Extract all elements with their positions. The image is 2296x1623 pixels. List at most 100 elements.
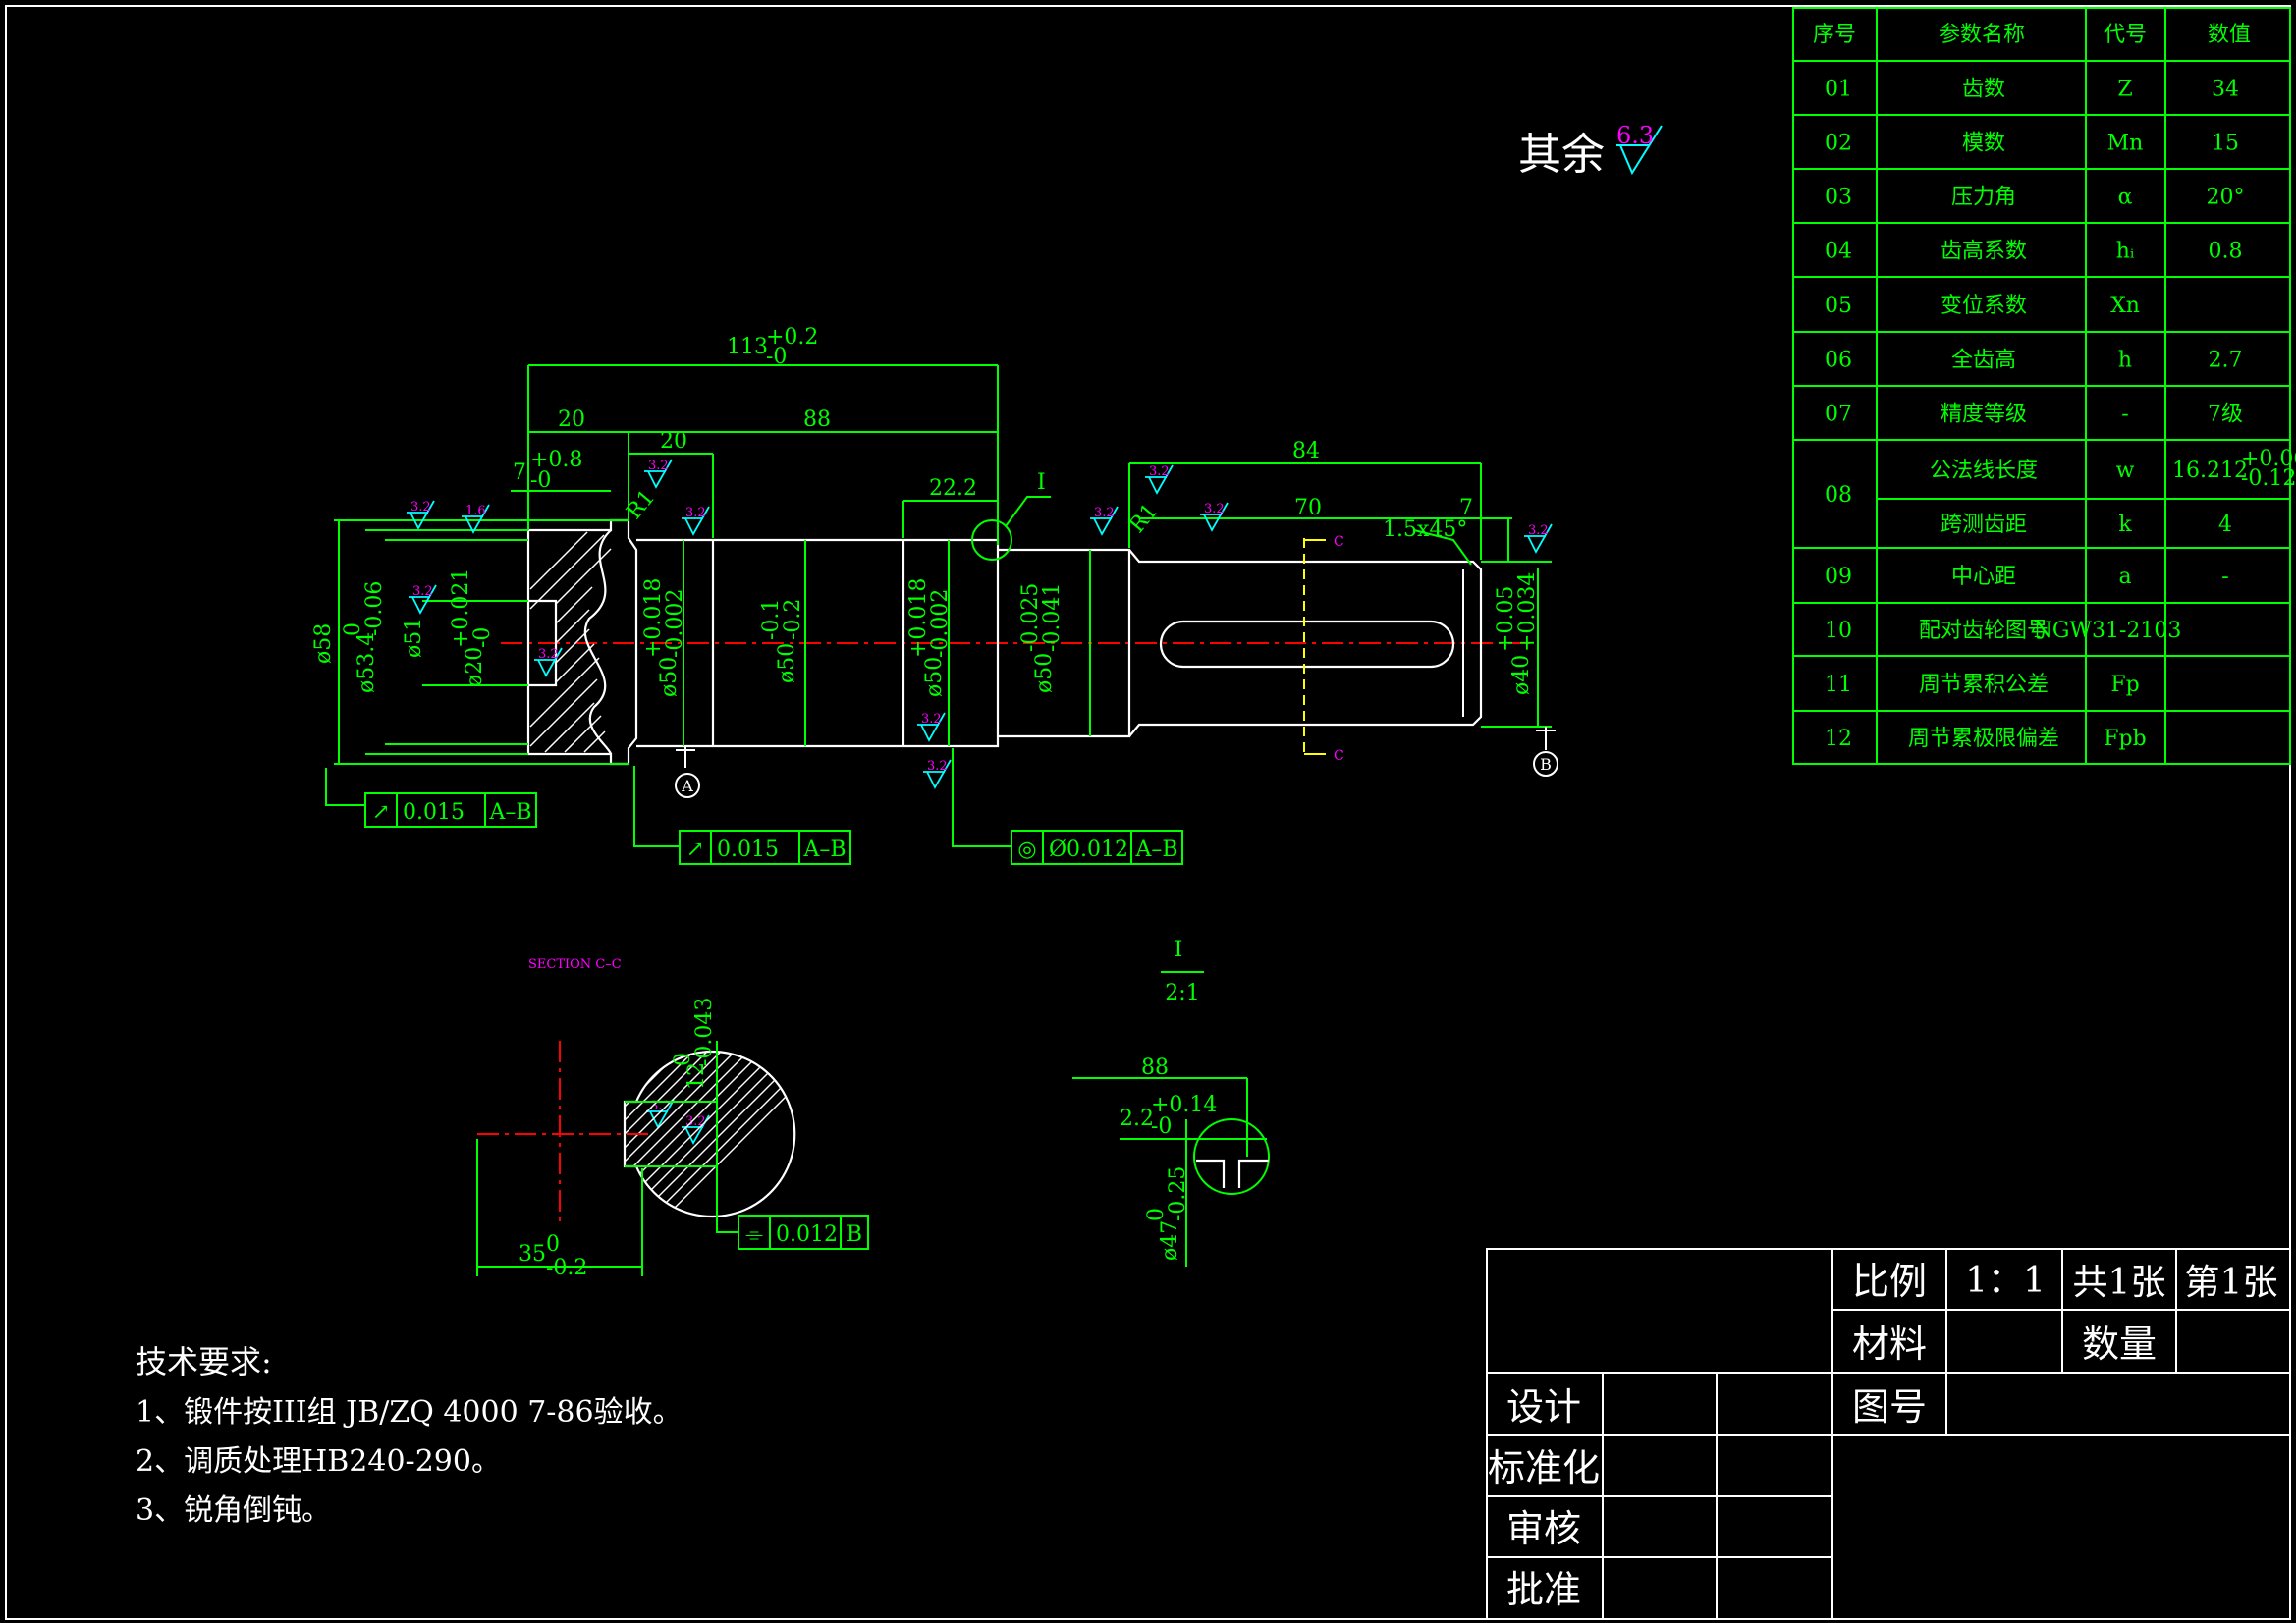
detail-groove bbox=[1196, 1159, 1269, 1188]
table-row-no: 10 bbox=[1825, 619, 1852, 643]
table-row-name: 变位系数 bbox=[1941, 294, 2027, 318]
detail-phi47-lower: -0.25 bbox=[1166, 1166, 1190, 1221]
datum-b: B bbox=[1540, 755, 1552, 774]
shaft-body-outline bbox=[636, 538, 1483, 748]
dim-70: 70 bbox=[1294, 496, 1322, 520]
table-row-tol-upper: +0.06 bbox=[2241, 447, 2296, 471]
section-key-depth-upper: 0 bbox=[671, 1053, 695, 1066]
gdt-tolerance: 0.012 bbox=[776, 1222, 838, 1247]
dim-7-lower: -0 bbox=[530, 468, 551, 493]
dim-phi50c-lower: -0.002 bbox=[928, 589, 953, 658]
table-header-no: 序号 bbox=[1813, 23, 1856, 47]
table-row-no: 08 bbox=[1825, 483, 1852, 508]
gdt-datum: A–B bbox=[488, 800, 531, 825]
tb-design: 设计 bbox=[1506, 1385, 1581, 1429]
title-block bbox=[1486, 1248, 2291, 1620]
table-row-name: 跨测齿距 bbox=[1941, 513, 2027, 537]
roughness-value: 3.2 bbox=[1149, 464, 1170, 479]
section-key-depth: 12 bbox=[684, 1062, 709, 1090]
table-row-no: 05 bbox=[1825, 294, 1852, 318]
table-row-value: 16.212 bbox=[2172, 459, 2248, 483]
table-header-value: 数值 bbox=[2208, 23, 2251, 47]
dim-phi20: ø20 bbox=[463, 647, 487, 687]
roughness-value: 3.2 bbox=[921, 712, 942, 727]
dim-phi50b-upper: -0.1 bbox=[759, 599, 784, 640]
gdt-frame bbox=[364, 792, 537, 828]
table-row-value: 20° bbox=[2207, 186, 2245, 210]
tech-req-1: 1、锻件按III组 JB/ZQ 4000 7-86验收。 bbox=[136, 1395, 683, 1430]
roughness-value: 3.2 bbox=[927, 759, 948, 774]
dim-phi50b-lower: -0.2 bbox=[781, 599, 805, 640]
dim-total-length: 113 bbox=[727, 335, 768, 359]
technical-requirements: 技术要求: 1、锻件按III组 JB/ZQ 4000 7-86验收。 2、调质处… bbox=[136, 1343, 683, 1528]
tb-standard: 标准化 bbox=[1488, 1446, 1600, 1489]
dim-20a: 20 bbox=[558, 407, 585, 432]
table-row-code: w bbox=[2116, 459, 2135, 483]
tb-sheets-total: 共1张 bbox=[2073, 1263, 2166, 1303]
detail-label: I bbox=[1175, 938, 1183, 962]
roughness-value: 3.2 bbox=[410, 500, 431, 514]
tb-material-label: 材料 bbox=[1852, 1323, 1927, 1366]
table-row-code: - bbox=[2121, 403, 2128, 427]
section-key-depth-lower: -0.043 bbox=[692, 998, 717, 1066]
table-row-no: 12 bbox=[1825, 727, 1852, 751]
dim-phi20-upper: +0.021 bbox=[449, 568, 473, 648]
section-title: SECTION C–C bbox=[528, 957, 622, 972]
dim-r1-right: R1 bbox=[1124, 499, 1163, 537]
dim-22-2: 22.2 bbox=[929, 476, 977, 501]
dim-phi53-upper: 0 bbox=[341, 622, 365, 636]
table-row-code: Fp bbox=[2110, 673, 2139, 697]
table-row-no: 09 bbox=[1825, 565, 1852, 589]
detail-i-view: I 2:1 88 2.2 +0.14 -0 ø47 0 -0.25 bbox=[1072, 938, 1270, 1267]
table-row-name: 全齿高 bbox=[1951, 349, 2016, 373]
table-row-value: - bbox=[2221, 565, 2228, 589]
detail-phi47: ø47 bbox=[1158, 1220, 1182, 1261]
gdt-datum: A–B bbox=[1134, 838, 1177, 862]
table-row-no: 03 bbox=[1825, 186, 1852, 210]
table-row-no: 04 bbox=[1825, 240, 1852, 264]
tb-quantity-label: 数量 bbox=[2082, 1323, 2157, 1366]
dim-total-tol-lower: -0 bbox=[766, 345, 787, 369]
gdt-symbol-icon: ◎ bbox=[1017, 838, 1036, 862]
dim-total-tol-upper: +0.2 bbox=[766, 325, 818, 350]
table-row-value: 0.8 bbox=[2209, 240, 2243, 264]
dim-phi51: ø51 bbox=[402, 618, 426, 658]
tb-review: 审核 bbox=[1506, 1507, 1581, 1550]
table-header-code: 代号 bbox=[2104, 23, 2147, 47]
tech-req-title: 技术要求: bbox=[136, 1343, 272, 1380]
roughness-value: 3.2 bbox=[1094, 506, 1115, 520]
table-row-code: Xn bbox=[2110, 294, 2140, 318]
other-finish-value: 6.3 bbox=[1616, 122, 1654, 149]
table-row-name: 齿高系数 bbox=[1941, 240, 2027, 264]
dim-phi50c: ø50 bbox=[922, 657, 947, 697]
dimension-lines bbox=[334, 364, 1552, 765]
dim-chamfer: 1.5x45° bbox=[1383, 517, 1467, 542]
table-row-name: 模数 bbox=[1962, 132, 2005, 156]
roughness-value: 3.2 bbox=[412, 584, 433, 599]
section-c-mark-bottom: C bbox=[1334, 748, 1344, 764]
diameter-texts: ø58 ø53.4 0 -0.06 ø51 ø20 +0.021 -0 ø50 … bbox=[311, 568, 1540, 697]
detail-phi47-upper: 0 bbox=[1144, 1208, 1169, 1221]
dim-phi50b: ø50 bbox=[775, 643, 799, 683]
table-row-value: 34 bbox=[2212, 78, 2239, 102]
roughness-value: 1.6 bbox=[465, 504, 486, 518]
gdt-symbol-icon: ↗ bbox=[372, 800, 390, 825]
table-row-name: 公法线长度 bbox=[1930, 459, 2038, 483]
dim-phi40-lower: +0.034 bbox=[1515, 572, 1540, 652]
datum-a: A bbox=[681, 777, 693, 795]
tb-approve: 批准 bbox=[1506, 1568, 1581, 1611]
flange-hatch bbox=[529, 531, 612, 753]
dim-phi50d-upper: -0.025 bbox=[1018, 583, 1043, 652]
dim-20b: 20 bbox=[660, 429, 687, 454]
table-row-value: 2.7 bbox=[2209, 349, 2243, 373]
datum-markers: A B bbox=[675, 727, 1558, 798]
dim-phi53: ø53.4 bbox=[355, 632, 379, 693]
table-row-name: 压力角 bbox=[1951, 186, 2016, 210]
gdt-tolerance: 0.015 bbox=[403, 800, 465, 825]
table-header-name: 参数名称 bbox=[1939, 23, 2025, 47]
dim-phi50c-upper: +0.018 bbox=[906, 578, 931, 658]
table-row-name: 周节累积公差 bbox=[1919, 673, 2049, 697]
dim-84: 84 bbox=[1292, 439, 1320, 463]
